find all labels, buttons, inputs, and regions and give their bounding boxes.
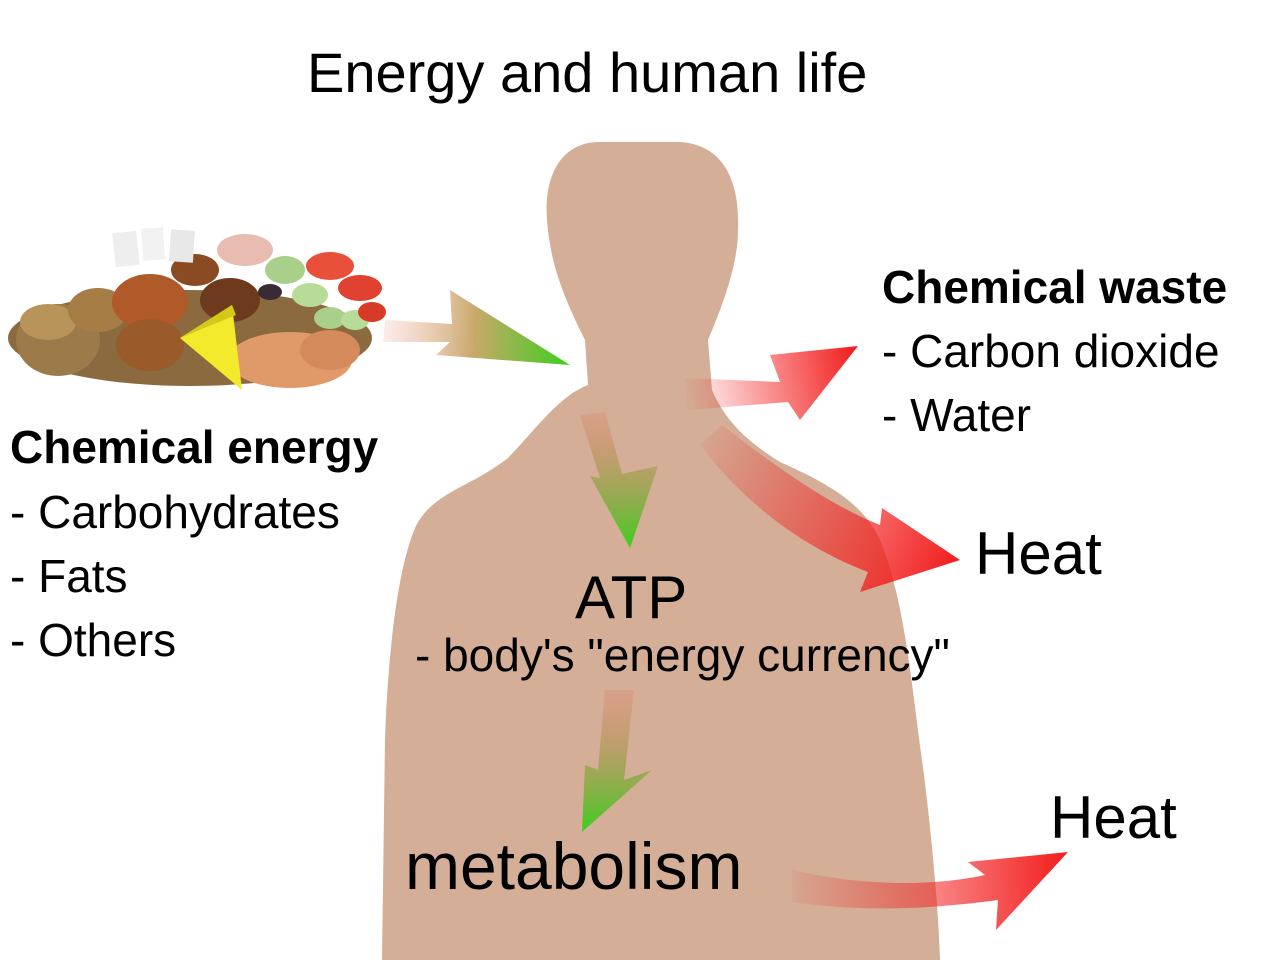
waste-arrow — [685, 346, 858, 420]
heat-upper-arrow — [700, 425, 960, 592]
chemical-energy-heading: Chemical energy — [10, 421, 379, 473]
waste-item-water: - Water — [882, 389, 1032, 441]
chemical-waste-heading: Chemical waste — [882, 261, 1228, 313]
human-silhouette-icon — [382, 142, 940, 960]
energy-item-carbohydrates: - Carbohydrates — [10, 486, 340, 538]
heat-lower-label: Heat — [1050, 784, 1177, 851]
heat-lower-arrow — [792, 852, 1068, 930]
atp-subtitle: - body's "energy currency" — [415, 629, 950, 681]
metabolism-label: metabolism — [405, 829, 743, 903]
atp-label: ATP — [575, 564, 688, 631]
energy-item-fats: - Fats — [10, 550, 128, 602]
diagram-title: Energy and human life — [307, 41, 868, 104]
heat-upper-label: Heat — [975, 520, 1102, 587]
energy-item-others: - Others — [10, 614, 177, 666]
metabolism-arrow — [582, 690, 652, 832]
food-to-body-arrow — [383, 290, 570, 365]
atp-arrow — [580, 412, 658, 548]
food-plate-icon — [8, 227, 386, 390]
waste-item-carbon-dioxide: - Carbon dioxide — [882, 325, 1220, 377]
